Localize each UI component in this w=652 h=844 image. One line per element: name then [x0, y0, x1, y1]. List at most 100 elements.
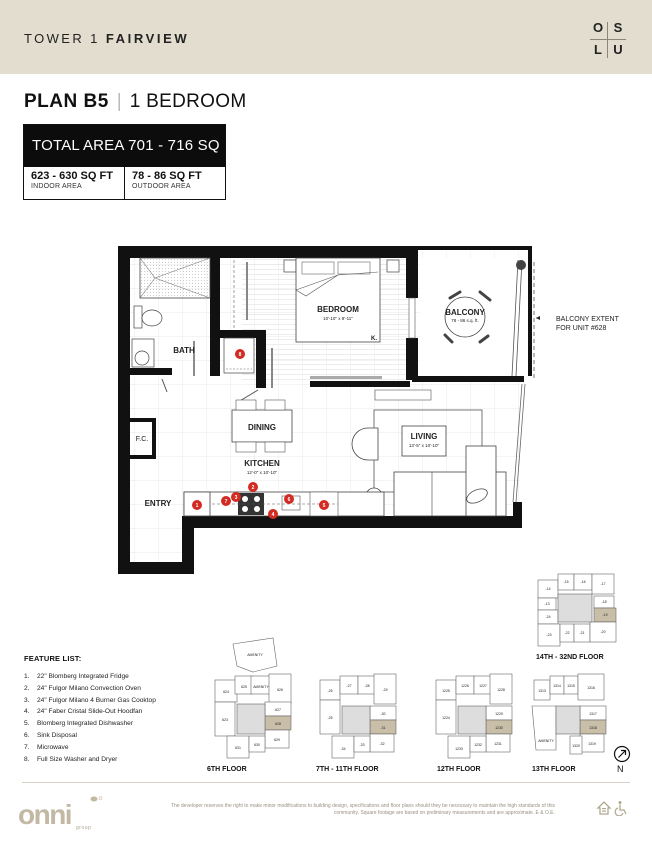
feature-item: 5.Blomberg Integrated Dishwasher	[24, 720, 134, 728]
keyplan-12th-floor: 1225 1226 1227 1228 1224 1229 1230 1233 …	[432, 670, 522, 776]
svg-text:-13: -13	[544, 602, 549, 606]
marker-4: 4	[272, 512, 275, 518]
svg-text:1319: 1319	[588, 742, 596, 746]
plan-title: PLAN B5|1 BEDROOM	[24, 91, 246, 113]
svg-text:-16: -16	[580, 580, 585, 584]
keyplan-label: 14TH - 32ND FLOOR	[536, 654, 604, 661]
footer-divider	[22, 782, 630, 783]
feature-item: 2.24" Fulgor Milano Convection Oven	[24, 684, 141, 692]
svg-text:-33: -33	[359, 743, 364, 747]
tower-prefix: TOWER 1	[24, 31, 100, 46]
north-label: N	[617, 764, 624, 774]
logo-letter-s: S	[613, 20, 623, 35]
svg-text:AMENITY: AMENITY	[247, 653, 263, 657]
svg-text:-26: -26	[327, 689, 332, 693]
svg-text:1231: 1231	[494, 742, 502, 746]
tower-name: FAIRVIEW	[105, 31, 190, 46]
svg-text:1232: 1232	[474, 743, 482, 747]
indoor-area-value: 623 - 630 SQ FT	[31, 170, 113, 182]
svg-text:-25: -25	[327, 716, 332, 720]
svg-text:1230: 1230	[495, 726, 503, 730]
balcony-note-line-1: BALCONY EXTENT	[556, 316, 619, 323]
svg-text:-29: -29	[382, 688, 387, 692]
svg-text:1315: 1315	[567, 684, 575, 688]
marker-6: 6	[288, 497, 291, 503]
svg-text:625: 625	[241, 685, 247, 689]
logo-divider-vertical	[607, 22, 608, 58]
area-summary: TOTAL AREA 701 - 716 SQ FT 623 - 630 SQ …	[23, 124, 226, 200]
svg-text:1317: 1317	[589, 712, 597, 716]
total-area: TOTAL AREA 701 - 716 SQ FT	[24, 125, 225, 196]
floor-plan: BEDROOM 10'-10" x 9'-11" K. BATH BALCONY…	[118, 246, 540, 574]
room-label-balcony: BALCONY	[445, 308, 485, 317]
room-dims-balcony: 78 - 86 s.q. ft.	[451, 318, 479, 323]
keyplan-label: 6TH FLOOR	[207, 766, 247, 773]
svg-text:-31: -31	[380, 726, 385, 730]
svg-text:-27: -27	[346, 684, 351, 688]
feature-item: 7.Microwave	[24, 743, 69, 751]
svg-text:1229: 1229	[495, 712, 503, 716]
equal-housing-icon	[596, 801, 612, 815]
svg-text:-15: -15	[563, 580, 568, 584]
feature-item: 1.22" Blomberg Integrated Fridge	[24, 673, 129, 680]
keyplan-7th-11th-floor: -26 -27 -28 -29 -25 -30 -31 -34 -33 -32 …	[316, 670, 406, 776]
svg-text:1228: 1228	[497, 688, 505, 692]
plan-name: PLAN B5	[24, 91, 109, 112]
svg-text:1320: 1320	[572, 744, 580, 748]
outdoor-area: 78 - 86 SQ FT OUTDOOR AREA	[124, 167, 225, 199]
brand-sub: group	[76, 825, 92, 831]
accessibility-icon	[614, 801, 627, 817]
svg-text:1313: 1313	[538, 689, 546, 693]
room-label-bedroom: BEDROOM	[317, 305, 359, 314]
keyplan-14th-32nd-floor: -15 -16 -17 -14 -18 -13 -19 -24 -20 -23 …	[530, 572, 630, 664]
svg-text:631: 631	[235, 746, 241, 750]
svg-text:1318: 1318	[589, 726, 597, 730]
svg-text:-20: -20	[600, 630, 605, 634]
feature-item: 8.Full Size Washer and Dryer	[24, 755, 118, 763]
svg-text:-22: -22	[564, 631, 569, 635]
room-label-living: LIVING	[411, 432, 438, 441]
king-bed-mark: K.	[371, 336, 377, 342]
onni-logo: onni group	[18, 795, 108, 833]
oslu-logo: O S L U	[588, 20, 628, 60]
keyplan-6th-floor: AMENITY 624 625 AMENITY 626 623 627 628 …	[205, 636, 305, 776]
marker-5: 5	[323, 503, 326, 509]
feature-list-title: FEATURE LIST:	[24, 654, 82, 663]
title-separator: |	[116, 91, 122, 112]
svg-text:AMENITY: AMENITY	[253, 685, 269, 689]
room-label-dining: DINING	[248, 423, 276, 432]
svg-text:628: 628	[275, 722, 281, 726]
svg-text:630: 630	[254, 743, 260, 747]
svg-text:1314: 1314	[553, 684, 561, 688]
svg-text:-23: -23	[546, 633, 551, 637]
marker-3: 3	[235, 495, 238, 501]
north-indicator: N	[613, 745, 631, 775]
feature-list: FEATURE LIST: 1.22" Blomberg Integrated …	[24, 654, 156, 767]
svg-text:1225: 1225	[442, 689, 450, 693]
room-dims-living: 13'-5" x 10'-10"	[409, 443, 440, 448]
feature-item: 6.Sink Disposal	[24, 731, 77, 739]
keyplan-label: 13TH FLOOR	[532, 766, 576, 773]
svg-text:629: 629	[274, 738, 280, 742]
svg-text:-34: -34	[340, 747, 345, 751]
header-band: TOWER 1 FAIRVIEW O S L U	[0, 0, 652, 74]
svg-text:1233: 1233	[455, 747, 463, 751]
disclaimer-text: The developer reserves the right to make…	[170, 803, 555, 816]
svg-text:-30: -30	[380, 712, 385, 716]
svg-text:1227: 1227	[479, 684, 487, 688]
room-label-kitchen: KITCHEN	[244, 459, 280, 468]
brand-dots-icon	[90, 796, 103, 802]
svg-text:624: 624	[223, 690, 229, 694]
balcony-note-line-2: FOR UNIT #628	[556, 325, 607, 332]
logo-letter-o: O	[592, 20, 604, 35]
room-label-bath: BATH	[173, 346, 195, 355]
svg-text:-32: -32	[379, 742, 384, 746]
svg-text:1316: 1316	[587, 686, 595, 690]
outdoor-area-value: 78 - 86 SQ FT	[132, 170, 202, 182]
brand-wordmark: onni	[18, 799, 73, 830]
tower-title: TOWER 1 FAIRVIEW	[24, 31, 189, 46]
indoor-area: 623 - 630 SQ FT INDOOR AREA	[24, 167, 124, 199]
logo-divider-horizontal	[590, 39, 626, 40]
keyplan-label: 12TH FLOOR	[437, 766, 481, 773]
svg-text:AMENITY: AMENITY	[538, 739, 554, 743]
